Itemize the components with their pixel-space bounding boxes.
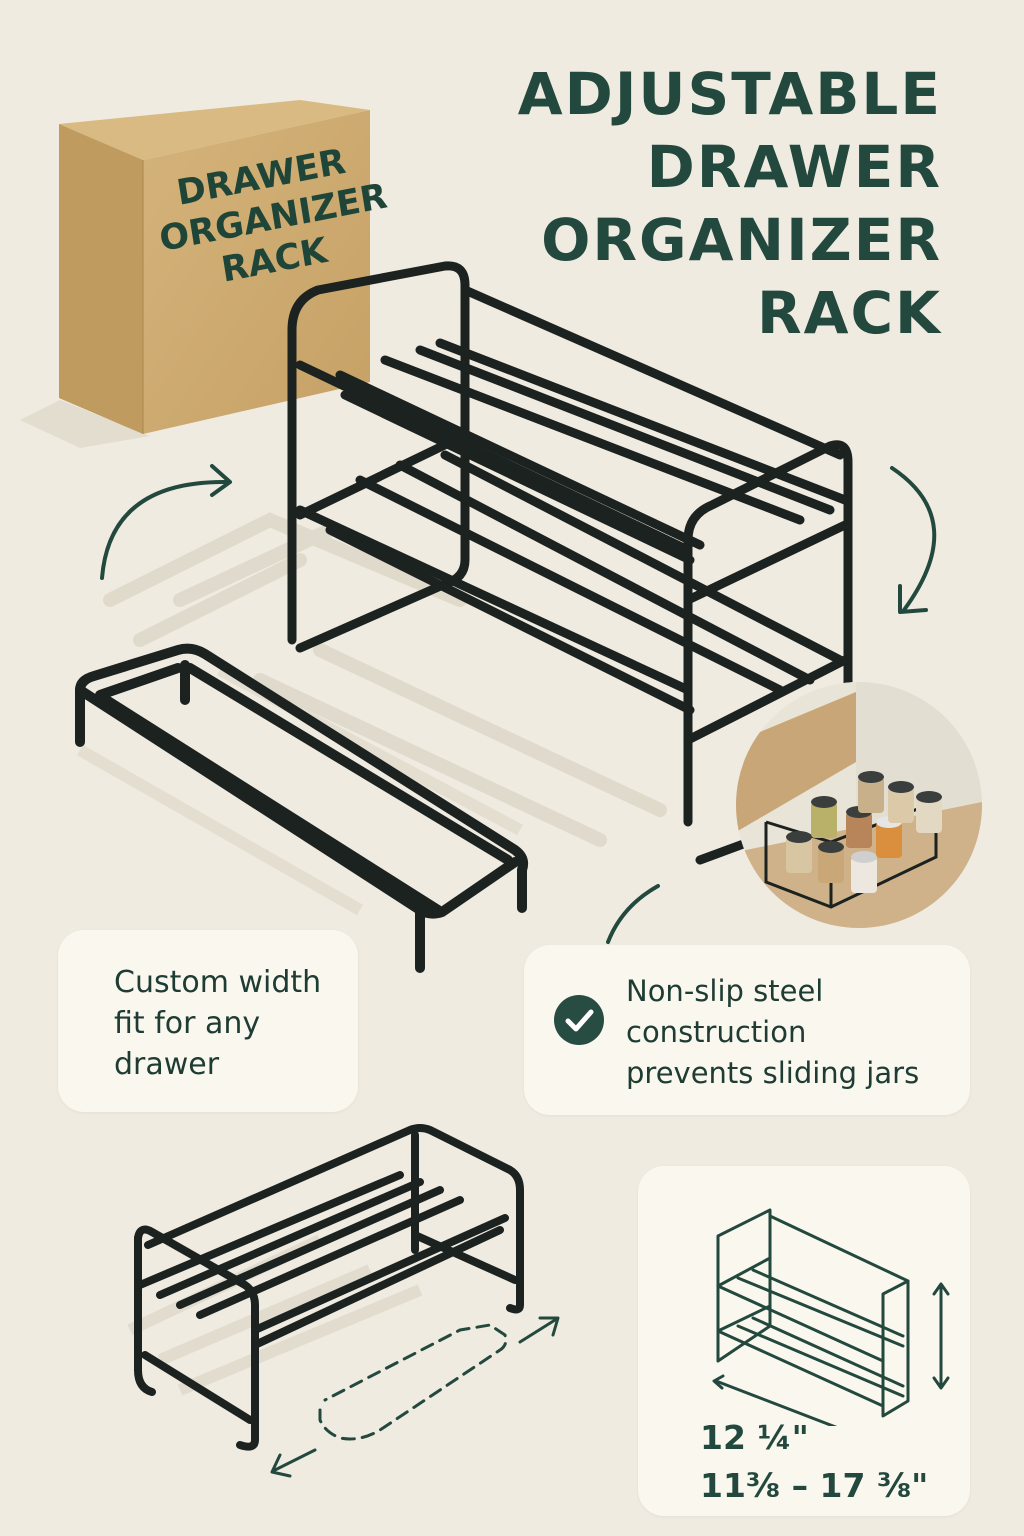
- feature-card-custom-width: Custom width fit for any drawer: [58, 930, 358, 1112]
- feature-text: Non-slip steel construction prevents sli…: [626, 971, 919, 1094]
- title-line: DRAWER: [646, 133, 942, 201]
- rack-dimensions-diagram-icon: [712, 1208, 950, 1426]
- feature-line: construction: [626, 1015, 807, 1049]
- feature-card-non-slip: Non-slip steel construction prevents sli…: [524, 945, 970, 1115]
- check-circle-icon: [554, 995, 604, 1045]
- feature-line: fit for any: [114, 1006, 261, 1041]
- extension-bar-illustration: [75, 643, 529, 973]
- curved-arrow-left-icon: [100, 464, 232, 580]
- product-box-illustration: [20, 100, 370, 448]
- connector-arc-icon: [606, 884, 660, 944]
- in-use-photo: [736, 682, 982, 928]
- curved-arrow-right-icon: [890, 466, 937, 614]
- expanded-rack-illustration: [127, 1124, 560, 1478]
- feature-line: Non-slip steel: [626, 974, 824, 1008]
- title-line: ORGANIZER: [541, 206, 942, 274]
- title-line: RACK: [756, 279, 942, 347]
- page-title: ADJUSTABLE DRAWER ORGANIZER RACK: [518, 58, 942, 350]
- title-line: ADJUSTABLE: [517, 60, 942, 128]
- depth-dimension: 12 ¼": [700, 1418, 809, 1457]
- width-range-dimension: 11⅜ – 17 ⅜": [700, 1466, 929, 1505]
- main-rack-illustration: [103, 261, 853, 865]
- feature-line: Custom width: [114, 965, 322, 1000]
- feature-line: drawer: [114, 1047, 220, 1082]
- dimensions-card: 12 ¼" 11⅜ – 17 ⅜": [638, 1166, 970, 1516]
- feature-text: Custom width fit for any drawer: [114, 962, 321, 1085]
- dimensions-text: 12 ¼" 11⅜ – 17 ⅜": [700, 1414, 928, 1510]
- feature-line: prevents sliding jars: [626, 1056, 920, 1090]
